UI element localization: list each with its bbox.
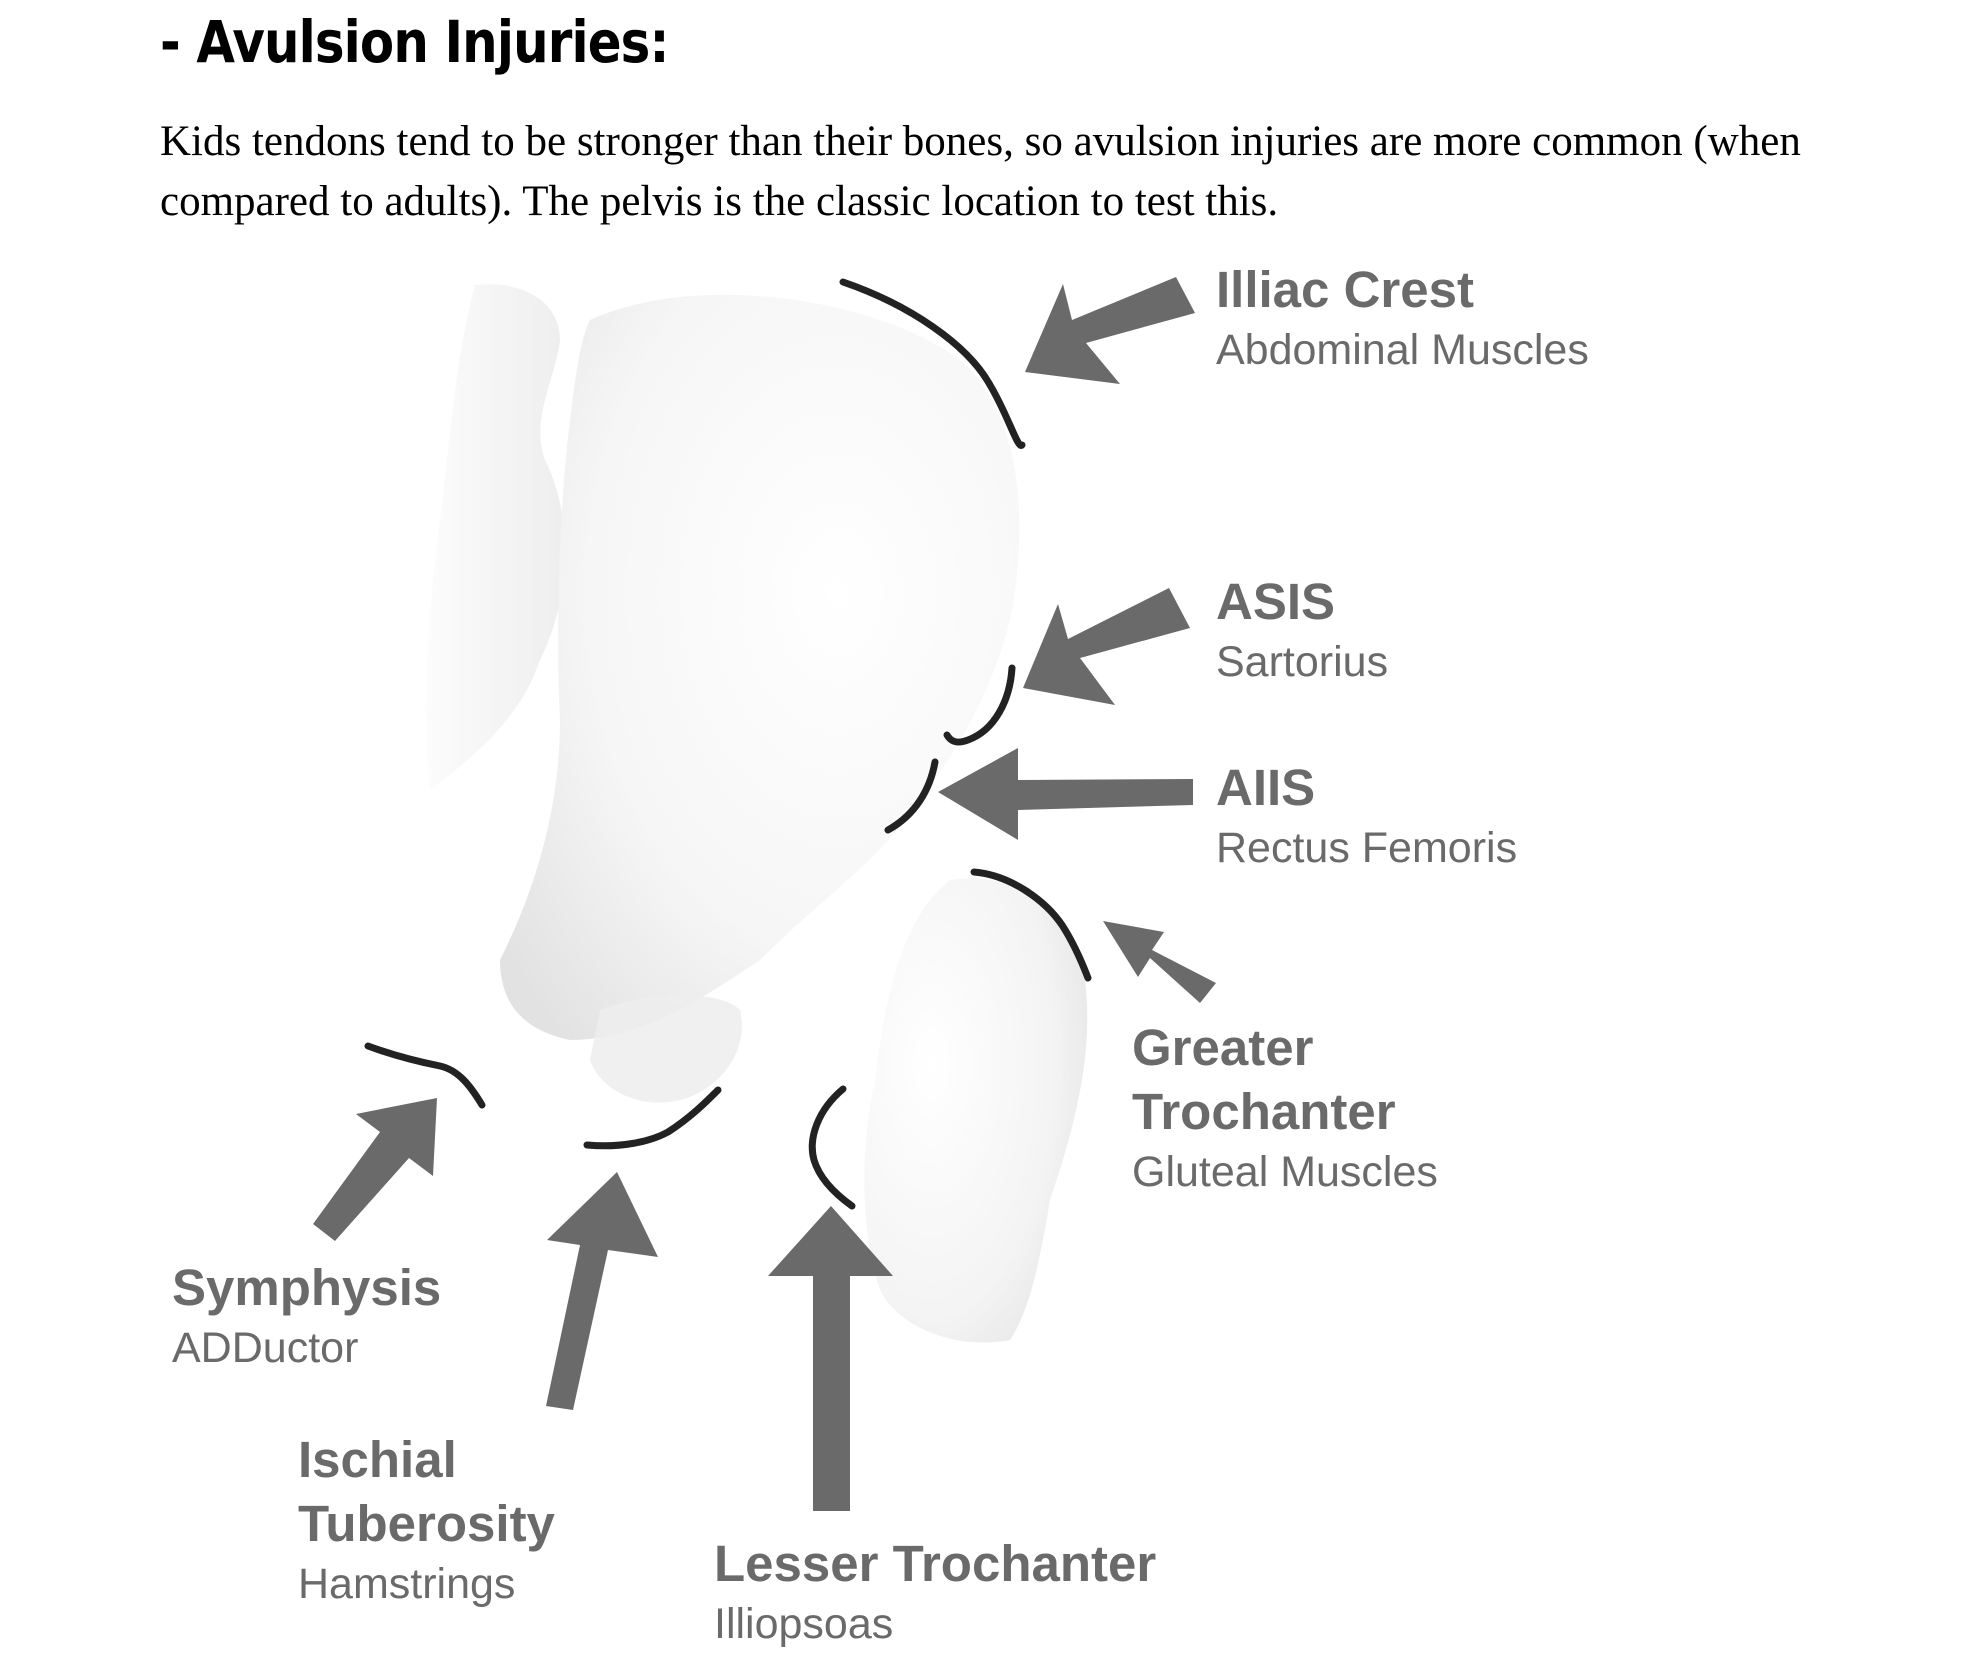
arrow-lesser-trochanter — [768, 1206, 893, 1511]
ischium-shape — [590, 995, 742, 1103]
lesser-trochanter-mark — [808, 1085, 856, 1210]
muscle-name: Illiopsoas — [714, 1600, 894, 1648]
muscle-name: Hamstrings — [298, 1560, 516, 1608]
pelvis-bone-shapes — [425, 284, 1088, 1343]
label-ischial-tuberosity: Ischial Tuberosity Hamstrings — [298, 1428, 555, 1612]
site-name-line2: Tuberosity — [298, 1495, 555, 1552]
label-aiis: AIIS Rectus Femoris — [1216, 756, 1517, 876]
iliac-crest-mark — [839, 278, 1026, 449]
label-greater-trochanter: Greater Trochanter Gluteal Muscles — [1132, 1016, 1438, 1200]
muscle-name: Sartorius — [1216, 638, 1389, 686]
arrow-asis — [1023, 588, 1190, 705]
site-name: Lesser Trochanter — [714, 1535, 1157, 1592]
site-name: Illiac Crest — [1216, 261, 1474, 318]
ilium-shape — [500, 294, 1020, 1040]
femur-head-shape — [864, 878, 1088, 1343]
greater-trochanter-mark — [970, 868, 1092, 982]
site-name: ASIS — [1216, 573, 1336, 630]
arrow-aiis — [938, 748, 1193, 840]
aiis-mark — [884, 758, 939, 834]
label-lesser-trochanter: Lesser Trochanter Illiopsoas — [714, 1532, 1156, 1652]
site-name-line1: Greater — [1132, 1019, 1314, 1076]
muscle-name: ADDuctor — [172, 1324, 359, 1372]
site-name: AIIS — [1216, 759, 1316, 816]
muscle-name: Abdominal Muscles — [1216, 326, 1589, 374]
arrow-symphysis — [313, 1098, 437, 1241]
arrow-iliac-crest — [1025, 277, 1195, 384]
muscle-name: Rectus Femoris — [1216, 824, 1518, 872]
symphysis-mark — [364, 1042, 486, 1109]
label-iliac-crest: Illiac Crest Abdominal Muscles — [1216, 258, 1589, 378]
avulsion-marks — [364, 278, 1092, 1210]
ischial-tuberosity-mark — [583, 1086, 722, 1150]
sacrum-shape — [425, 284, 566, 790]
page-heading: - Avulsion Injuries: — [160, 8, 669, 76]
arrows — [313, 277, 1216, 1511]
arrow-greater-trochanter — [1103, 921, 1216, 1003]
site-name-line2: Trochanter — [1132, 1083, 1396, 1140]
asis-mark — [943, 664, 1016, 746]
label-asis: ASIS Sartorius — [1216, 570, 1388, 690]
site-name: Symphysis — [172, 1259, 442, 1316]
intro-paragraph: Kids tendons tend to be stronger than th… — [160, 118, 1801, 225]
label-symphysis: Symphysis ADDuctor — [172, 1256, 441, 1376]
arrow-ischial — [546, 1172, 658, 1410]
muscle-name: Gluteal Muscles — [1132, 1148, 1438, 1196]
site-name-line1: Ischial — [298, 1431, 457, 1488]
